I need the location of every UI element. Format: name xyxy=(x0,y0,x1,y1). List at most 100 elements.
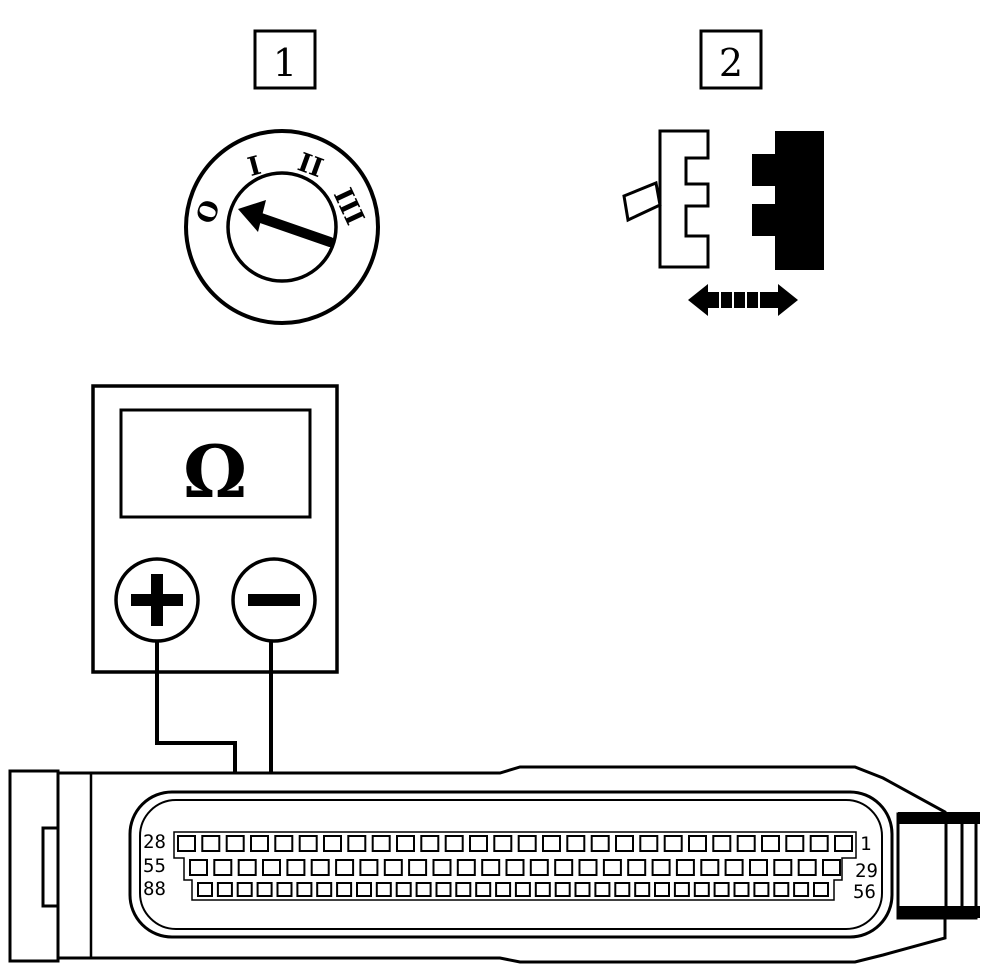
connector-pin xyxy=(456,859,476,876)
connector-pin xyxy=(736,835,756,852)
connector-pin xyxy=(554,882,571,897)
connector-pin xyxy=(834,835,853,852)
ecu-connector-icon: 28 55 88 1 29 56 xyxy=(8,765,980,964)
connector-pin xyxy=(627,859,647,876)
connector-pin xyxy=(225,835,245,852)
connector-pin xyxy=(250,835,269,852)
connector-pin xyxy=(654,882,670,897)
connector-pin xyxy=(323,835,342,852)
connector-pin xyxy=(415,882,432,897)
connector-pin xyxy=(359,859,379,876)
ohmmeter-icon: Ω xyxy=(91,384,339,674)
connector-pin xyxy=(256,882,273,897)
connector-pin xyxy=(566,835,586,852)
connector-pin xyxy=(310,859,330,876)
connector-pin xyxy=(517,835,537,852)
connector-pin xyxy=(475,882,492,897)
pin-label-55: 55 xyxy=(143,855,166,877)
connector-pin xyxy=(688,835,707,852)
connector-pin xyxy=(753,882,770,897)
connector-pin xyxy=(296,882,313,897)
connector-pin xyxy=(785,835,805,852)
connector-pin xyxy=(316,882,333,897)
step-1-label-box: 1 xyxy=(253,29,317,90)
step-2-label-box: 2 xyxy=(699,29,763,90)
connector-pin xyxy=(505,859,525,876)
connector-pin xyxy=(395,882,412,897)
connector-pin xyxy=(534,882,551,897)
connector-pin xyxy=(615,835,634,852)
pin-label-88: 88 xyxy=(143,878,166,900)
connector-pin xyxy=(455,882,472,897)
connector-pin xyxy=(590,835,610,852)
pin-label-28: 28 xyxy=(143,831,166,853)
connector-pin xyxy=(383,859,403,876)
connector-pin xyxy=(262,859,281,876)
connector-pin xyxy=(201,835,221,852)
step-2-label: 2 xyxy=(719,41,743,85)
connector-pin xyxy=(495,882,512,897)
connector-pin xyxy=(813,882,829,897)
connector-pin xyxy=(432,859,452,876)
connector-pin xyxy=(634,882,651,897)
connector-pin xyxy=(693,882,710,897)
connector-pin xyxy=(663,835,683,852)
pin-label-56: 56 xyxy=(853,881,876,903)
meter-display-symbol: Ω xyxy=(183,429,247,514)
pin-label-1: 1 xyxy=(860,833,871,855)
connector-pin xyxy=(773,859,793,876)
connector-pin xyxy=(469,835,488,852)
separate-arrow-icon xyxy=(688,284,798,316)
connector-pin xyxy=(574,882,591,897)
connector-disconnect-icon xyxy=(622,129,824,316)
connector-pin xyxy=(493,835,513,852)
connector-pin xyxy=(481,859,501,876)
connector-pin xyxy=(189,859,208,876)
connector-pin xyxy=(713,882,730,897)
connector-pin xyxy=(724,859,744,876)
connector-pin xyxy=(822,859,841,876)
connector-pin xyxy=(673,882,690,897)
connector-pin xyxy=(213,859,233,876)
ignition-switch-icon: O I II III xyxy=(184,129,380,325)
negative-terminal xyxy=(231,557,317,643)
connector-latch xyxy=(896,812,980,920)
connector-pin xyxy=(420,835,440,852)
connector-pin xyxy=(335,859,355,876)
connector-pin xyxy=(347,835,367,852)
connector-pin xyxy=(594,882,611,897)
connector-pin xyxy=(298,835,318,852)
connector-pin xyxy=(435,882,452,897)
connector-pin xyxy=(602,859,622,876)
connector-pin xyxy=(237,859,257,876)
connector-pin xyxy=(216,882,233,897)
connector-pin-field xyxy=(177,835,853,897)
connector-pin xyxy=(177,835,196,852)
positive-terminal xyxy=(114,557,200,643)
connector-pin xyxy=(793,882,810,897)
connector-pin xyxy=(371,835,391,852)
connector-pin xyxy=(749,859,768,876)
pin-label-29: 29 xyxy=(855,860,878,882)
connector-pin xyxy=(700,859,720,876)
ignition-key-pointer xyxy=(238,200,335,247)
connector-pin xyxy=(809,835,829,852)
connector-pin xyxy=(236,882,253,897)
connector-pin xyxy=(514,882,531,897)
connector-pin xyxy=(651,859,671,876)
connector-pin xyxy=(797,859,817,876)
connector-pin xyxy=(408,859,428,876)
connector-pin xyxy=(375,882,392,897)
connector-pin xyxy=(274,835,294,852)
connector-pin xyxy=(675,859,695,876)
connector-pin xyxy=(554,859,574,876)
connector-pin xyxy=(639,835,659,852)
connector-pin xyxy=(733,882,750,897)
connector-pin xyxy=(773,882,790,897)
connector-pin xyxy=(197,882,213,897)
connector-pin xyxy=(356,882,372,897)
connector-pin xyxy=(542,835,561,852)
connector-pin xyxy=(578,859,598,876)
connector-pin xyxy=(286,859,306,876)
